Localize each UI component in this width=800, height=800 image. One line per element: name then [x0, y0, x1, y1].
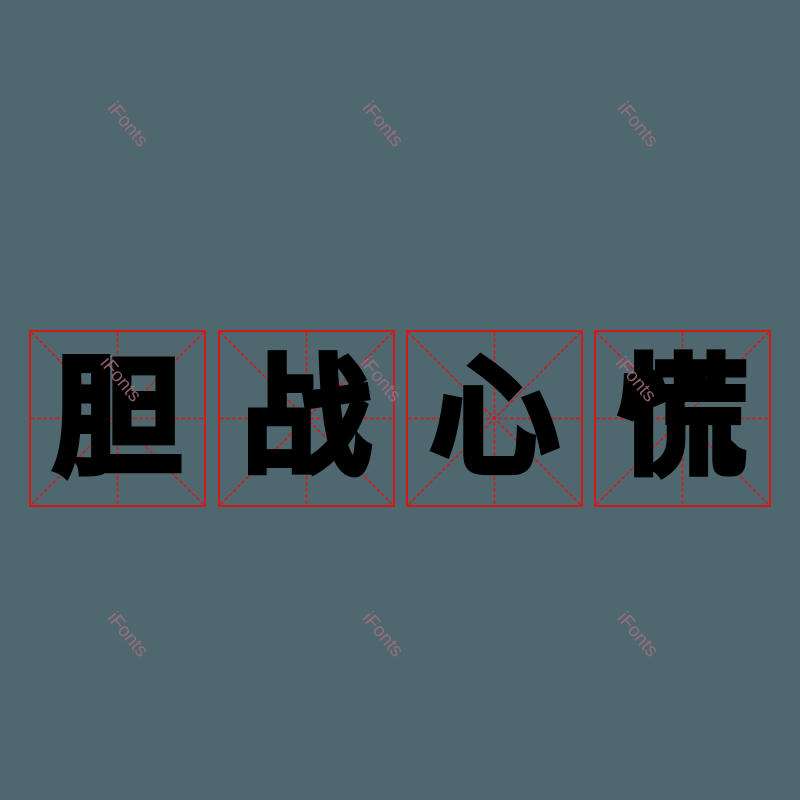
- grid-lines: [596, 332, 769, 505]
- character-2: 战: [239, 343, 373, 493]
- watermark: iFonts: [612, 608, 663, 662]
- character-box-4: 慌: [594, 330, 771, 507]
- grid-lines: [220, 332, 393, 505]
- character-box-1: 胆: [29, 330, 206, 507]
- watermark: iFonts: [612, 98, 663, 152]
- character-1: 胆: [50, 343, 184, 493]
- character-3: 心: [427, 343, 561, 493]
- watermark: iFonts: [357, 98, 408, 152]
- character-box-2: 战: [218, 330, 395, 507]
- grid-lines: [31, 332, 204, 505]
- watermark: iFonts: [102, 608, 153, 662]
- character-4: 慌: [615, 343, 749, 493]
- watermark: iFonts: [357, 608, 408, 662]
- character-box-3: 心: [406, 330, 583, 507]
- watermark: iFonts: [102, 98, 153, 152]
- grid-lines: [408, 332, 581, 505]
